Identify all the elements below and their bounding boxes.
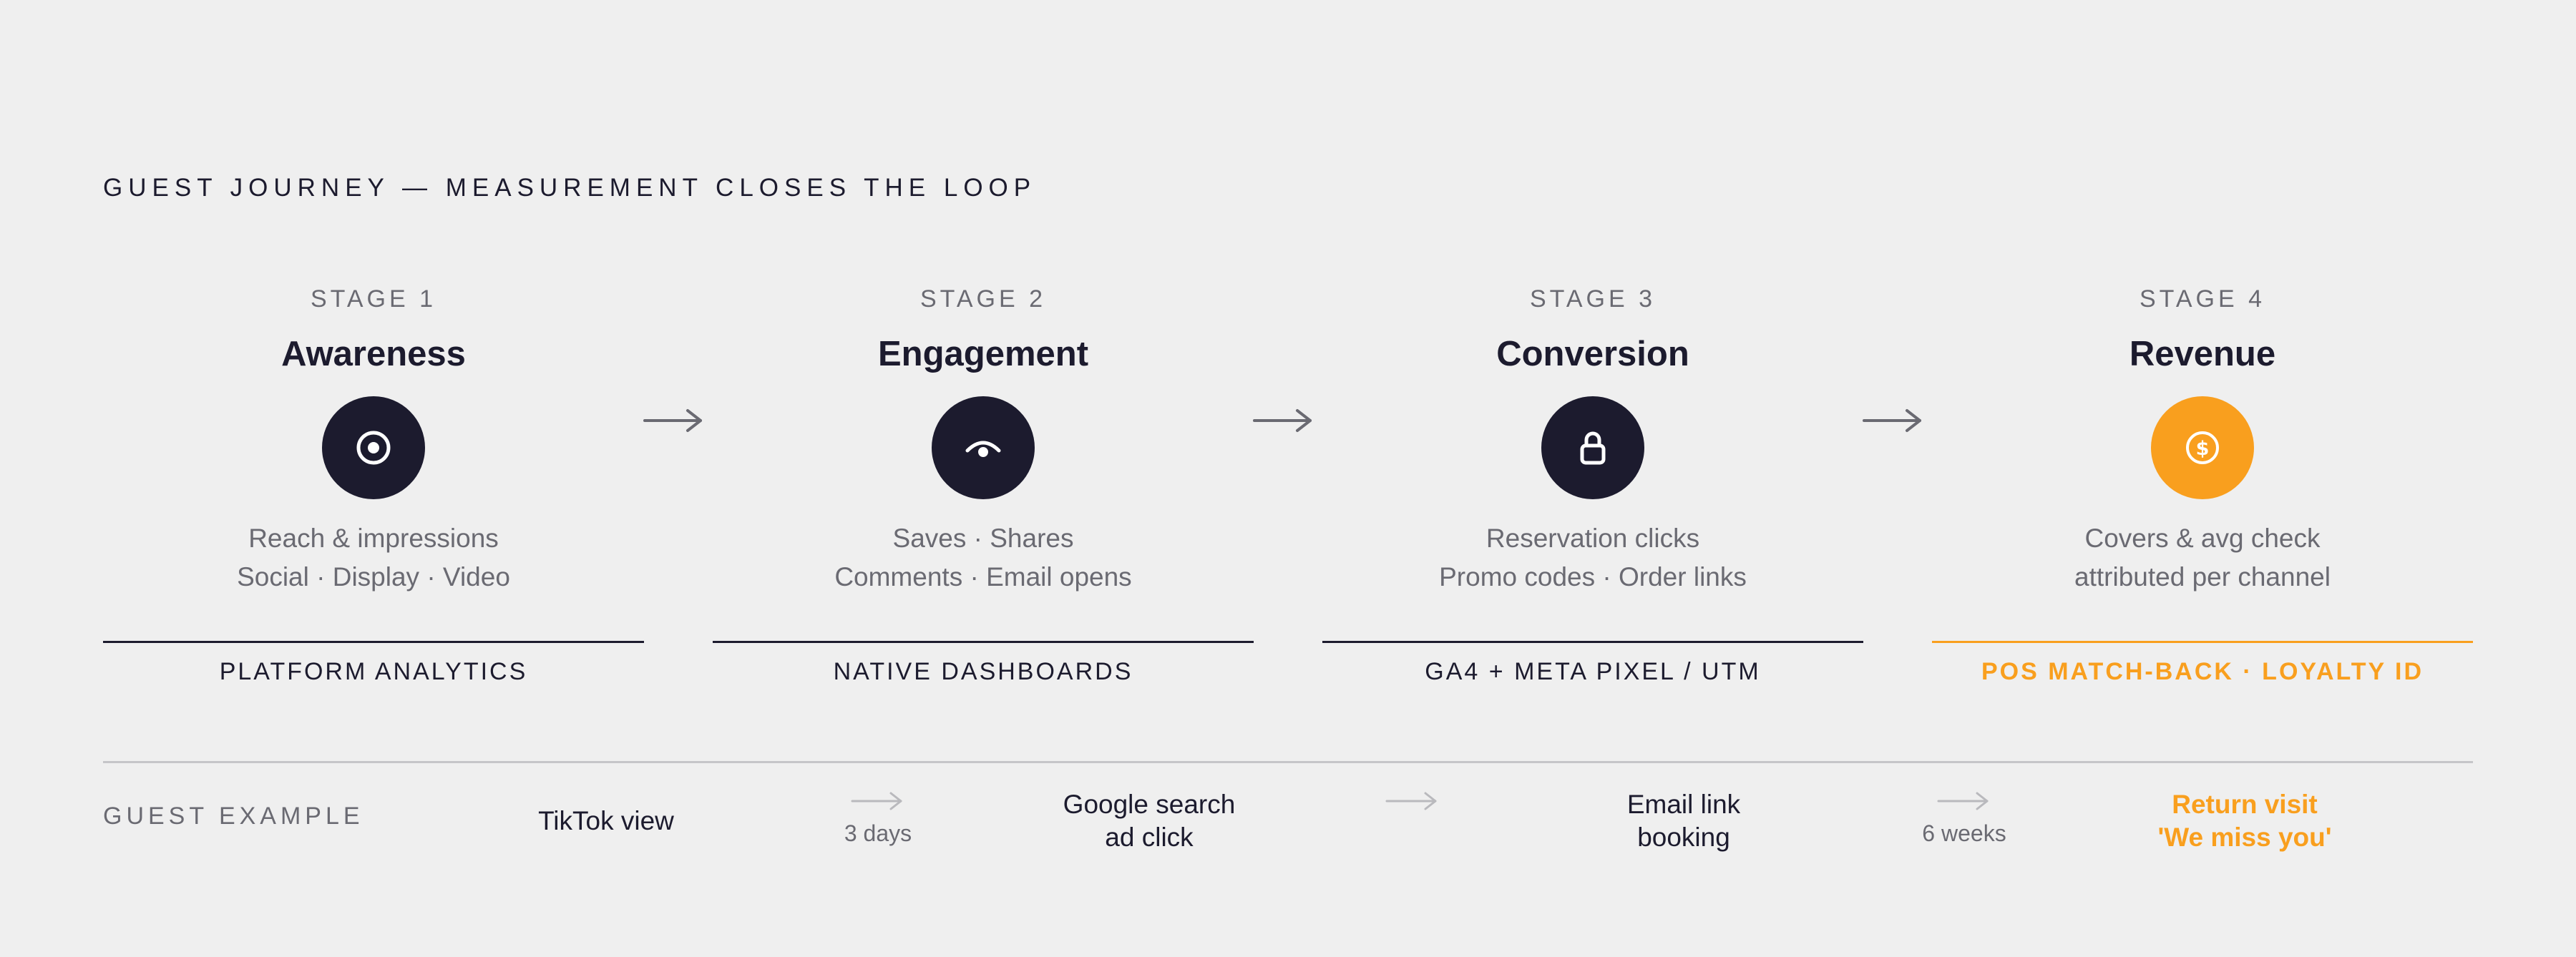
guest-step: TikTok view bbox=[463, 805, 749, 838]
stage-description: Saves · Shares Comments · Email opens bbox=[713, 519, 1254, 597]
stage-rule bbox=[1932, 641, 2473, 643]
arrow-right-icon bbox=[1252, 405, 1316, 440]
stage-tool: POS MATCH-BACK · LOYALTY ID bbox=[1981, 658, 2424, 685]
stage-awareness: STAGE 1 Awareness Reach & impressions So… bbox=[103, 280, 644, 685]
stage-metric-line: Reach & impressions bbox=[248, 524, 499, 553]
stage-rule bbox=[103, 641, 644, 643]
arrow-right-icon bbox=[1385, 792, 1437, 810]
stage-conversion: STAGE 3 Conversion Reservation clicks Pr… bbox=[1322, 280, 1863, 685]
diagram-title: GUEST JOURNEY — MEASUREMENT CLOSES THE L… bbox=[103, 174, 1037, 202]
stage-number: STAGE 3 bbox=[1529, 285, 1657, 313]
guest-gap: 3 days bbox=[806, 788, 950, 847]
stage-name: Engagement bbox=[877, 335, 1089, 373]
stage-metric-line: Saves · Shares bbox=[892, 524, 1074, 553]
stage-number: STAGE 1 bbox=[310, 285, 437, 313]
gap-duration: 6 weeks bbox=[1922, 820, 2006, 846]
gap-duration: 3 days bbox=[844, 820, 912, 846]
stage-metric-line: attributed per channel bbox=[2074, 562, 2331, 592]
eye-icon bbox=[932, 396, 1035, 499]
guest-step-line: ad click bbox=[1105, 823, 1194, 852]
stage-name: Awareness bbox=[281, 335, 466, 373]
stage-engagement: STAGE 2 Engagement Saves · Shares Commen… bbox=[713, 280, 1254, 685]
guest-step: Return visit 'We miss you' bbox=[2102, 788, 2388, 854]
guest-step: Google search ad click bbox=[1006, 788, 1292, 854]
arrow-right-icon bbox=[1861, 405, 1926, 440]
dollar-coin-icon: $ bbox=[2151, 396, 2254, 499]
stage-revenue: STAGE 4 Revenue $ Covers & avg check att… bbox=[1932, 280, 2473, 685]
stage-description: Reservation clicks Promo codes · Order l… bbox=[1322, 519, 1863, 597]
section-divider bbox=[103, 761, 2473, 763]
target-icon bbox=[322, 396, 425, 499]
guest-step: Email link booking bbox=[1541, 788, 1827, 854]
arrow-right-icon bbox=[851, 792, 902, 810]
arrow-right-icon bbox=[1937, 792, 1989, 810]
guest-example-label: GUEST EXAMPLE bbox=[103, 803, 364, 830]
stage-tool: PLATFORM ANALYTICS bbox=[219, 658, 528, 685]
arrow-right-icon bbox=[642, 405, 706, 440]
stage-rule bbox=[713, 641, 1254, 643]
stage-tool: GA4 + META PIXEL / UTM bbox=[1425, 658, 1761, 685]
guest-step-line: TikTok view bbox=[538, 806, 674, 835]
guest-gap bbox=[1341, 788, 1484, 818]
guest-step-line: 'We miss you' bbox=[2157, 823, 2332, 852]
stage-metric-line: Social · Display · Video bbox=[237, 562, 510, 592]
stage-metric-line: Comments · Email opens bbox=[834, 562, 1132, 592]
stage-metric-line: Promo codes · Order links bbox=[1439, 562, 1747, 592]
stage-tool: NATIVE DASHBOARDS bbox=[833, 658, 1133, 685]
stage-description: Covers & avg check attributed per channe… bbox=[1932, 519, 2473, 597]
stage-metric-line: Reservation clicks bbox=[1485, 524, 1700, 553]
guest-step-line: Google search bbox=[1063, 790, 1236, 819]
stage-number: STAGE 2 bbox=[919, 285, 1047, 313]
stage-number: STAGE 4 bbox=[2139, 285, 2266, 313]
stage-name: Conversion bbox=[1496, 335, 1689, 373]
guest-step-line: Return visit bbox=[2172, 790, 2318, 819]
guest-step-line: booking bbox=[1637, 823, 1730, 852]
stage-rule bbox=[1322, 641, 1863, 643]
stage-name: Revenue bbox=[2129, 335, 2276, 373]
guest-step-line: Email link bbox=[1626, 790, 1741, 819]
guest-gap: 6 weeks bbox=[1893, 788, 2036, 847]
lock-icon bbox=[1541, 396, 1644, 499]
stage-metric-line: Covers & avg check bbox=[2084, 524, 2321, 553]
svg-text:$: $ bbox=[2196, 438, 2210, 460]
stage-description: Reach & impressions Social · Display · V… bbox=[103, 519, 644, 597]
